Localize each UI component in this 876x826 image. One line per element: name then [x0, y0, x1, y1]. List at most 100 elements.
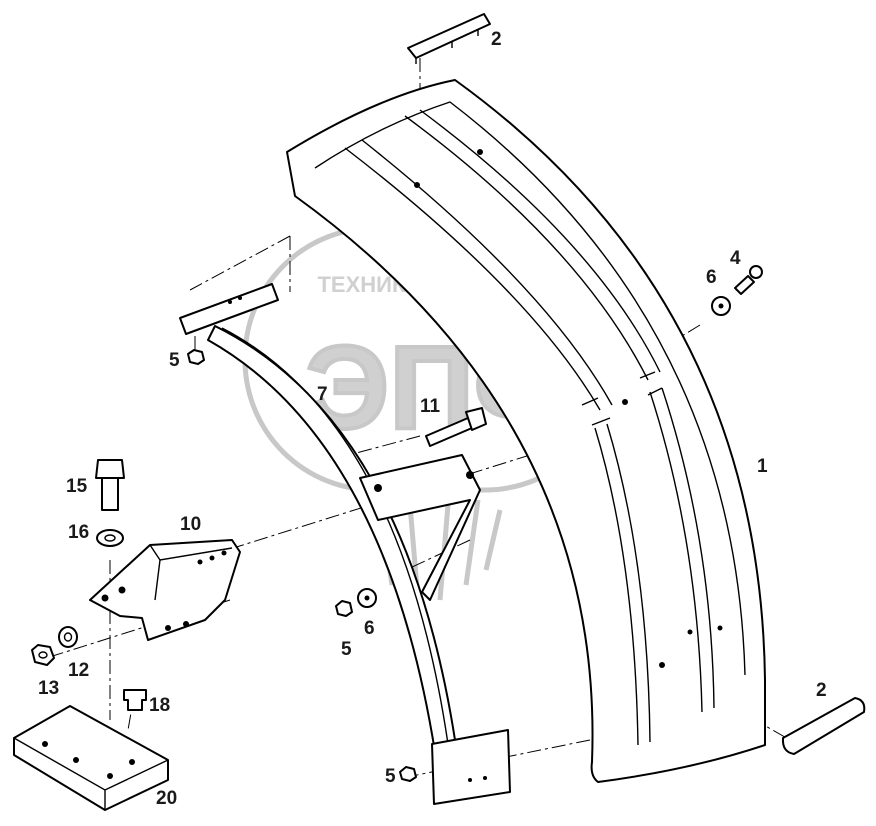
bolt-head [465, 407, 487, 431]
fender-hole [687, 629, 693, 635]
mounting-bracket-part-10 [89, 539, 241, 641]
end-cap-body [407, 13, 491, 59]
callout-15: 15 [66, 476, 88, 497]
bracket-hole [101, 594, 109, 602]
end-cap-pins [415, 30, 479, 64]
fender-hole [622, 399, 628, 405]
nut-part-13 [31, 644, 55, 666]
fender-inner-edge [314, 101, 746, 676]
callout-20: 20 [156, 788, 177, 809]
washer-hole [63, 632, 73, 642]
plate-hole [228, 300, 232, 304]
fender-shell [286, 79, 766, 783]
callout-11: 11 [420, 396, 441, 417]
plate-hole [107, 773, 113, 779]
fender-rib-caps [581, 371, 663, 426]
plate-body [13, 705, 169, 811]
bracket-hole [197, 559, 203, 565]
assembly-line [664, 667, 791, 741]
washer-hole [104, 534, 116, 542]
nut-body [187, 349, 205, 365]
washer-part-6-lower [357, 588, 377, 608]
fender-hole [659, 662, 665, 668]
nut-body [399, 766, 417, 782]
callout-5-upper: 5 [169, 350, 180, 371]
bolt-part-4 [734, 265, 763, 295]
nut-part-5-middle [335, 600, 353, 617]
nut-hole [38, 651, 48, 659]
callout-6-upper: 6 [706, 267, 717, 288]
end-cap-top-part-2 [407, 13, 491, 64]
callout-18: 18 [149, 695, 170, 716]
bracket-hole [209, 555, 215, 561]
callout-13: 13 [38, 678, 59, 699]
callout-6-lower: 6 [364, 618, 375, 639]
end-cap-bottom-part-2 [781, 697, 866, 755]
bracket-hole [165, 625, 171, 631]
callout-2-top: 2 [491, 29, 502, 50]
fender-rib [419, 109, 661, 373]
bracket-body [89, 539, 241, 641]
bracket-hole [118, 586, 126, 594]
plate-hole [483, 776, 487, 780]
nut-body [31, 644, 55, 666]
nut-part-5-lower [399, 766, 417, 782]
assembly-line [189, 235, 291, 291]
callout-10: 10 [180, 514, 201, 535]
callout-12: 12 [68, 660, 89, 681]
callout-2-bottom: 2 [816, 680, 827, 701]
callout-5-middle: 5 [341, 639, 352, 660]
callouts: 1 2 2 4 5 5 5 6 6 7 10 11 12 13 15 16 18… [38, 29, 827, 809]
plate-hole [42, 741, 48, 747]
plate-edges [13, 737, 169, 810]
bracket-arm-part-7 [179, 283, 511, 805]
callout-5-lower: 5 [385, 766, 396, 787]
fender-rib [344, 147, 601, 411]
fender-rib [661, 387, 715, 709]
fender-rib [606, 423, 651, 743]
lock-washer-part-16 [96, 529, 124, 547]
washer-hole [364, 595, 370, 601]
fender-rib [404, 115, 649, 381]
plate-hole [238, 296, 242, 300]
bracket-hole [183, 621, 189, 627]
callout-16: 16 [68, 522, 89, 543]
plug-part-18 [123, 689, 147, 711]
bolt-part-11 [425, 407, 487, 447]
brace-hole [374, 484, 382, 492]
bolt-shank [101, 477, 119, 511]
plate-hole [468, 778, 472, 782]
nut-body [335, 600, 353, 617]
end-cap-body [781, 697, 866, 755]
washer-ring [58, 626, 78, 648]
callout-4: 4 [730, 248, 741, 269]
fender-hole [717, 625, 723, 631]
brace-hole [466, 471, 474, 479]
washer-hole [718, 303, 724, 309]
bolt-head [749, 265, 763, 279]
callout-1: 1 [757, 456, 768, 477]
arm-top-plate [179, 283, 279, 335]
bolt-head [95, 459, 125, 479]
callout-7: 7 [317, 384, 328, 405]
bolt-shank [734, 275, 755, 295]
bracket-fold [149, 544, 233, 601]
arm-brace [359, 454, 481, 601]
fender-part-1 [286, 79, 766, 783]
washer-part-6-upper [711, 296, 731, 316]
arm-bottom-plate [431, 729, 511, 805]
fender-hole [477, 149, 483, 155]
bracket-hole [221, 550, 227, 556]
fender-hole [414, 182, 420, 188]
plate-hole [73, 757, 79, 763]
washer-part-12 [58, 626, 78, 648]
fender-rib [361, 139, 613, 406]
fender-rib [594, 427, 639, 746]
nut-part-5-upper [187, 349, 205, 365]
fender-rib [649, 391, 703, 713]
plug-body [123, 689, 147, 711]
base-plate-part-20 [13, 705, 169, 811]
plate-hole [129, 759, 135, 765]
washer-ring [96, 529, 124, 547]
